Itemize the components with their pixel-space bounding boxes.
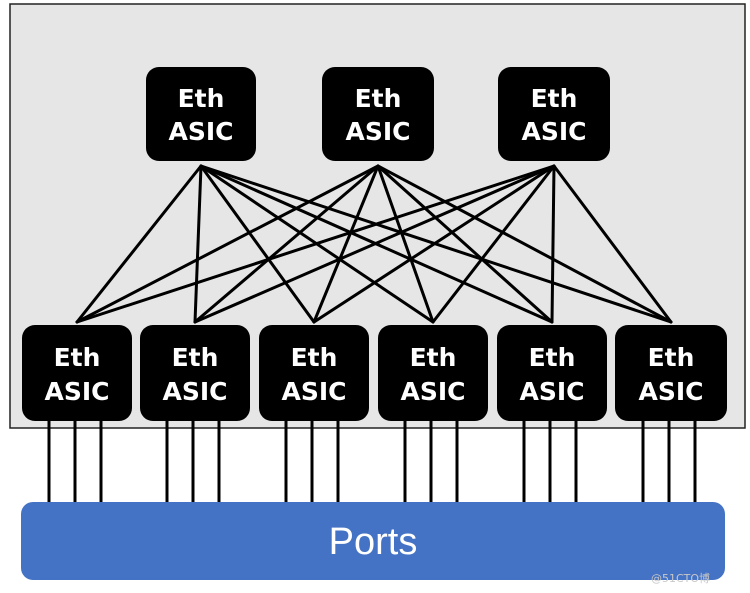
spine-asic-2: Eth ASIC (322, 67, 434, 161)
asic-label-line2: ASIC (162, 377, 227, 406)
spine-asic-3: Eth ASIC (498, 67, 610, 161)
spine-leaf-links (75, 164, 673, 324)
spine-leaf-link (376, 164, 673, 324)
asic-label-line1: Eth (172, 343, 219, 372)
asic-label-line1: Eth (648, 343, 695, 372)
leaf-asic-3: Eth ASIC (259, 325, 369, 421)
ports-label: Ports (329, 521, 418, 563)
spine-leaf-link (376, 164, 435, 324)
asic-label-line2: ASIC (44, 377, 109, 406)
ports-bar: Ports (21, 502, 725, 580)
asic-label-line1: Eth (291, 343, 338, 372)
asic-label-line2: ASIC (345, 117, 410, 146)
asic-box (22, 325, 132, 421)
asic-label-line2: ASIC (519, 377, 584, 406)
asic-label-line1: Eth (355, 84, 402, 113)
asic-box (259, 325, 369, 421)
asic-label-line2: ASIC (168, 117, 233, 146)
port-links (47, 420, 697, 503)
spine-leaf-link (376, 164, 554, 324)
spine-leaf-link (193, 164, 203, 324)
asic-box (322, 67, 434, 161)
spine-leaf-link (193, 164, 556, 324)
asic-box (498, 67, 610, 161)
asic-box (140, 325, 250, 421)
asic-label-line1: Eth (178, 84, 225, 113)
spine-leaf-link (199, 164, 316, 324)
spine-leaf-link (552, 164, 673, 324)
spine-leaf-link (75, 164, 380, 324)
spine-asic-1: Eth ASIC (146, 67, 256, 161)
leaf-asic-4: Eth ASIC (378, 325, 488, 421)
spine-leaf-link (75, 164, 556, 324)
leaf-asic-2: Eth ASIC (140, 325, 250, 421)
spine-leaf-link (75, 164, 203, 324)
asic-label-line2: ASIC (281, 377, 346, 406)
spine-leaf-link (312, 164, 380, 324)
leaf-asic-6: Eth ASIC (615, 325, 727, 421)
spine-leaf-link (193, 164, 380, 324)
spine-leaf-link (431, 164, 556, 324)
asic-box (615, 325, 727, 421)
asic-label-line2: ASIC (638, 377, 703, 406)
ports-box (21, 502, 725, 580)
spine-leaf-link (312, 164, 556, 324)
asic-box (497, 325, 607, 421)
leaf-asic-5: Eth ASIC (497, 325, 607, 421)
asic-label-line1: Eth (529, 343, 576, 372)
asic-label-line1: Eth (410, 343, 457, 372)
spine-leaf-link (550, 164, 556, 324)
asic-label-line2: ASIC (521, 117, 586, 146)
asic-label-line2: ASIC (400, 377, 465, 406)
asic-box (378, 325, 488, 421)
leaf-asic-1: Eth ASIC (22, 325, 132, 421)
watermark-text: @51CTO博 (651, 572, 710, 585)
asic-label-line1: Eth (531, 84, 578, 113)
asic-label-line1: Eth (54, 343, 101, 372)
asic-box (146, 67, 256, 161)
